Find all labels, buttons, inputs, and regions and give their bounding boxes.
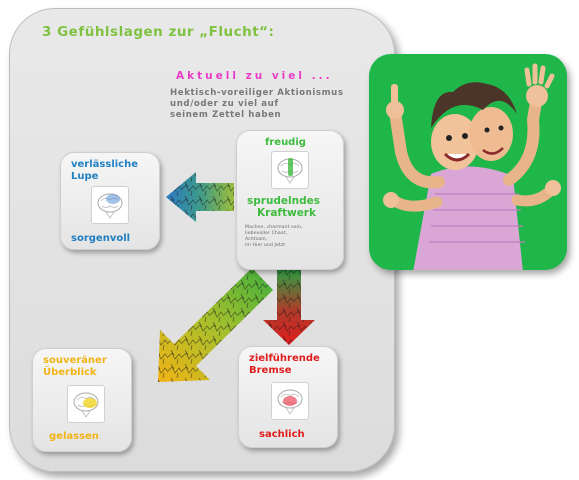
brain-icon <box>271 382 309 420</box>
box-top-label: verlässliche Lupe <box>71 159 138 183</box>
arrow-down-icon <box>263 270 315 345</box>
label-line: souveräner <box>43 355 107 366</box>
label-line: zielführende <box>249 353 320 364</box>
arrow-down-left-icon <box>158 268 273 382</box>
box-top-label: freudig <box>265 137 306 148</box>
description: Hektisch-voreiliger Aktionismus und/oder… <box>170 88 375 121</box>
note-line: Achtsam, <box>245 237 268 242</box>
box-bottom-label: sprudelndes Kraftwerk <box>247 195 320 219</box>
box-note: Machen, charmant sein, liebevoller Chaot… <box>245 225 355 249</box>
label-line: verlässliche <box>71 159 138 170</box>
note-line: Machen, charmant sein, <box>245 225 303 230</box>
description-line: Hektisch-voreiliger Aktionismus <box>170 88 344 98</box>
cartoon-card <box>369 54 567 270</box>
label-line: Bremse <box>249 365 292 376</box>
cartoon-figure <box>383 63 561 270</box>
box-zielfuehrende-bremse: zielführende Bremse sachlich <box>238 346 338 448</box>
description-line: seinem Zettel haben <box>170 110 282 120</box>
note-line: im Hier und Jetzt <box>245 243 286 248</box>
box-top-label: souveräner Überblick <box>43 355 107 379</box>
box-bottom-label: sachlich <box>259 429 305 440</box>
label-line: sprudelndes <box>247 195 321 207</box>
box-bottom-label: gelassen <box>49 431 99 442</box>
box-verlaessliche-lupe: verlässliche Lupe sorgenvoll <box>60 152 160 250</box>
box-bottom-label: sorgenvoll <box>71 233 131 244</box>
label-line: Überblick <box>43 367 97 378</box>
diagram-title: 3 Gefühlslagen zur „Flucht“: <box>42 24 275 40</box>
box-souveraener-ueberblick: souveräner Überblick gelassen <box>32 348 132 452</box>
box-sprudelndes-kraftwerk: freudig sprudelndes Kraftwerk Machen, ch… <box>236 130 344 270</box>
description-line: und/oder zu viel auf <box>170 99 279 109</box>
diagram-subtitle: Aktuell zu viel ... <box>176 70 333 82</box>
arrow-left-icon <box>166 172 234 222</box>
label-line: Kraftwerk <box>257 207 316 219</box>
brain-icon <box>91 186 129 224</box>
brain-icon <box>67 385 105 423</box>
box-top-label: zielführende Bremse <box>249 353 320 377</box>
label-line: Lupe <box>71 171 99 182</box>
note-line: liebevoller Chaot, <box>245 231 288 236</box>
brain-icon <box>271 151 309 189</box>
